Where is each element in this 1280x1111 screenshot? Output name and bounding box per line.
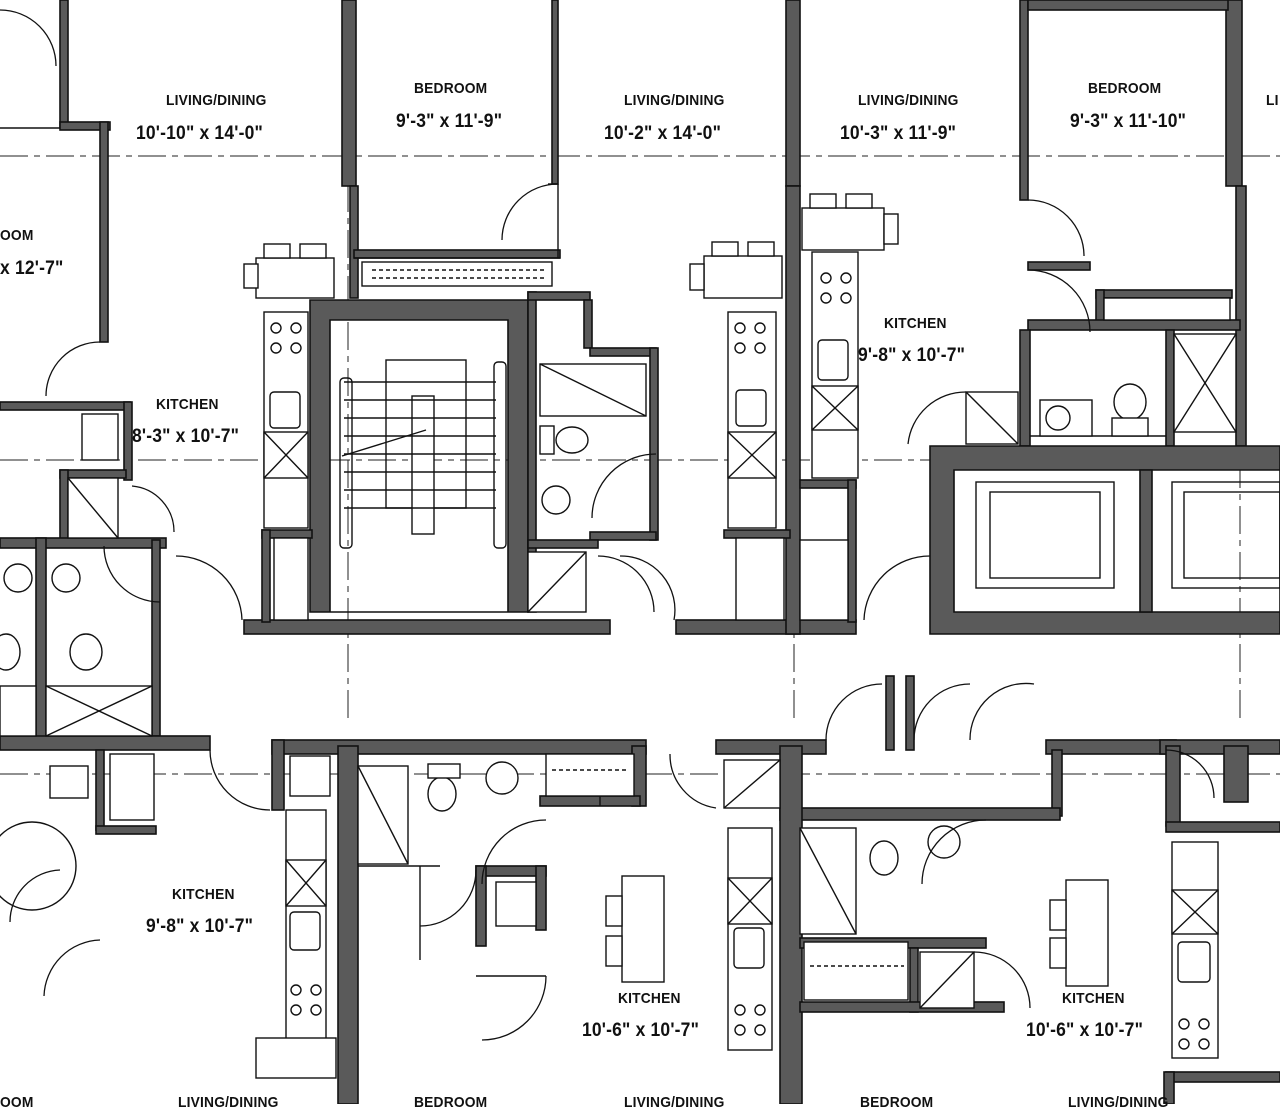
stair — [339, 359, 507, 549]
elevators — [975, 481, 1280, 589]
closet-rails — [109, 261, 1231, 1001]
room-label-living-dining: LIVING/DINING — [858, 92, 959, 109]
room-label-kitchen: KITCHEN — [884, 315, 947, 332]
room-label-bedroom: BEDROOM — [1088, 80, 1162, 97]
room-dimensions: 10'-6" x 10'-7" — [582, 1020, 700, 1041]
room-dimensions: 9'-3" x 11'-10" — [1070, 111, 1187, 132]
room-label-bedroom: BEDROOM — [414, 1094, 488, 1111]
room-label-bedroom: BEDROOM — [860, 1094, 934, 1111]
room-label-living-dining: LIVING/DINING — [178, 1094, 279, 1111]
room-dimensions: 10'-2" x 14'-0" — [604, 123, 722, 144]
room-label-kitchen: KITCHEN — [172, 886, 235, 903]
room-dimensions: 8'-3" x 10'-7" — [132, 426, 240, 447]
room-label-partial: LI — [1266, 92, 1279, 109]
room-dimensions: 10'-10" x 14'-0" — [136, 123, 263, 144]
partitions — [0, 127, 1232, 977]
fixtures — [243, 193, 1219, 1079]
doors — [0, 9, 1215, 1041]
room-label-living-dining: LIVING/DINING — [624, 92, 725, 109]
bathroom-fixtures — [0, 333, 1237, 1009]
room-dimensions: 10'-6" x 10'-7" — [1026, 1020, 1144, 1041]
room-label-kitchen: KITCHEN — [1062, 990, 1125, 1007]
room-dimensions: x 12'-7" — [0, 258, 64, 279]
room-dimensions: 10'-3" x 11'-9" — [840, 123, 957, 144]
room-dimensions: 9'-8" x 10'-7" — [146, 916, 254, 937]
room-label-living-dining: LIVING/DINING — [1068, 1094, 1169, 1111]
room-dimensions: 9'-3" x 11'-9" — [396, 111, 503, 132]
room-label-living-dining: LIVING/DINING — [624, 1094, 725, 1111]
room-label-partial: OOM — [0, 1094, 34, 1111]
room-label-kitchen: KITCHEN — [618, 990, 681, 1007]
room-label-bedroom: BEDROOM — [414, 80, 488, 97]
room-dimensions: 9'-8" x 10'-7" — [858, 345, 966, 366]
room-label-kitchen: KITCHEN — [156, 396, 219, 413]
room-label-partial: OOM — [0, 227, 34, 244]
room-label-living-dining: LIVING/DINING — [166, 92, 267, 109]
